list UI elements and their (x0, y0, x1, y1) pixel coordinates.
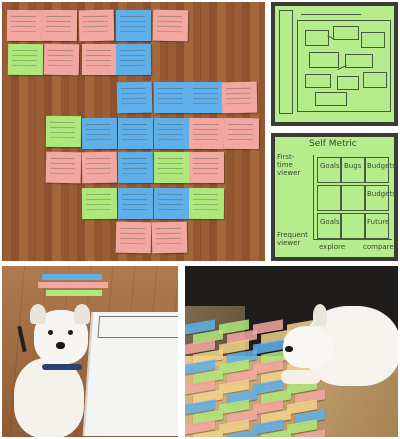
matrix-cell: Future (365, 213, 389, 239)
scribble-line (301, 14, 361, 15)
matrix-sketch-photo: Self Metric First-time viewer Frequent v… (271, 133, 398, 261)
sticky-note (221, 81, 258, 114)
sticky-note (81, 151, 118, 184)
sketch-box (305, 30, 329, 46)
sticky-note (7, 43, 44, 76)
sticky-note (41, 9, 78, 42)
matrix-cell (341, 185, 365, 211)
sticky-note (116, 10, 151, 41)
matrix-axes (313, 155, 392, 240)
sticky-note (152, 9, 189, 42)
sticky-note (153, 187, 190, 220)
sticky-note (117, 151, 154, 184)
matrix-cell-label: Future (367, 218, 390, 226)
sticky-note (188, 187, 225, 220)
sticky-note (189, 82, 224, 113)
sketch-box (361, 32, 385, 48)
sticky-note (154, 82, 189, 113)
sticky-notes-background (46, 290, 102, 296)
sketch-box (333, 26, 359, 40)
sticky-note (115, 43, 152, 76)
sleeping-dog-photo (185, 266, 398, 437)
dog-ear (313, 304, 327, 326)
axis-label-top: First-time viewer (277, 153, 301, 177)
dog-eye (48, 330, 53, 335)
dog-with-whiteboard-photo (2, 266, 178, 437)
dog-nose (285, 346, 293, 352)
sticky-note (78, 9, 115, 42)
matrix-cell: Bugs (341, 157, 365, 183)
dog-nose (56, 342, 65, 349)
sticky-note (153, 117, 190, 150)
sticky-note (189, 152, 224, 183)
matrix-cell-label: Goals (320, 162, 340, 170)
sticky-note (45, 151, 82, 184)
sketch-box (337, 76, 359, 90)
sticky-note (81, 187, 118, 220)
dog-paw (281, 370, 321, 384)
sticky-note (118, 188, 153, 219)
whiteboard (82, 312, 178, 436)
matrix-cell-label: Budgets (367, 190, 396, 198)
sticky-notes-background (42, 274, 102, 280)
sticky-note (115, 221, 152, 254)
marker-pen (17, 325, 27, 353)
matrix-cell-label: Budgets (367, 162, 396, 170)
sketch-sidebar (279, 10, 293, 114)
sticky-note (81, 117, 118, 150)
sketch-box (345, 54, 373, 68)
sticky-note (223, 117, 260, 150)
dog-ear (74, 304, 90, 324)
matrix-cell: Goals (317, 213, 341, 239)
wireframe-sketch-photo (271, 2, 398, 126)
axis-label-compare: compare (363, 243, 394, 251)
sketch-main-frame (297, 20, 391, 112)
sticky-note (188, 117, 225, 150)
green-sketch-sheet (275, 6, 394, 122)
sketch-box (309, 52, 339, 68)
dog-ear (30, 304, 46, 324)
axis-label-bottom: Frequent viewer (277, 231, 308, 247)
dog-body (14, 358, 84, 437)
matrix-cell (317, 185, 341, 211)
sticky-note (151, 221, 188, 254)
sticky-note (118, 118, 153, 149)
axis-label-explore: explore (319, 243, 346, 251)
sticky-note (45, 115, 82, 148)
matrix-cell: Goals (317, 157, 341, 183)
green-sketch-sheet: Self Metric First-time viewer Frequent v… (275, 137, 396, 257)
sketch-box (315, 92, 347, 106)
matrix-cell: Budgets (365, 157, 396, 183)
dog-eye (68, 330, 73, 335)
matrix-cell (341, 213, 365, 239)
sticky-note (154, 152, 189, 183)
matrix-cell: Budgets (365, 185, 396, 211)
sketch-box (305, 74, 331, 88)
dog-collar (42, 364, 82, 370)
sticky-note (6, 9, 43, 42)
whiteboard-sketch (97, 316, 178, 338)
sticky-note-floor-photo (2, 2, 265, 261)
sticky-notes-background (38, 282, 108, 288)
matrix-cell-label: Goals (320, 218, 340, 226)
sketch-box (363, 72, 387, 88)
sketch-title: Self Metric (309, 139, 357, 149)
sticky-note (116, 81, 153, 114)
sticky-note (82, 44, 117, 75)
sticky-note (43, 43, 80, 76)
matrix-cell-label: Bugs (344, 162, 362, 170)
